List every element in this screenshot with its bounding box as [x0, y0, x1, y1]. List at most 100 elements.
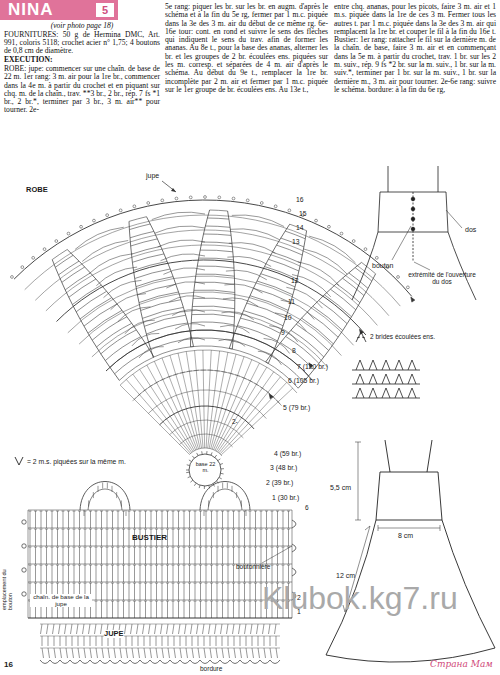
row-arc	[68, 276, 354, 345]
row-arc	[134, 370, 281, 406]
treble-stitch	[162, 648, 164, 658]
stitch-bar	[150, 583, 153, 584]
treble-stitch	[228, 583, 229, 600]
treble-stitch	[96, 636, 97, 646]
treble-stitch	[79, 529, 80, 546]
stitch-bar	[183, 529, 186, 530]
cluster-stitch	[382, 374, 390, 384]
chain-loop	[82, 241, 128, 262]
treble-stitch	[266, 547, 267, 564]
treble-stitch	[218, 372, 274, 452]
row-number: 7 (120 br.)	[297, 363, 328, 370]
pineapple-row	[247, 303, 286, 318]
stitch-bar	[166, 547, 169, 548]
treble-stitch	[125, 624, 127, 634]
cluster-stitch	[356, 374, 364, 384]
stitch-bar	[232, 583, 235, 584]
treble-stitch	[162, 583, 163, 600]
treble-stitch	[85, 547, 86, 564]
treble-stitch	[66, 636, 67, 646]
picot	[315, 219, 318, 222]
treble-stitch	[276, 648, 278, 658]
stitch-bar	[266, 391, 270, 394]
pineapple-row	[197, 266, 234, 268]
stitch-bar	[89, 511, 92, 512]
treble-stitch	[71, 624, 73, 634]
strap-stitch	[218, 486, 219, 492]
treble-stitch	[168, 636, 169, 646]
treble-stitch	[255, 601, 256, 618]
chain-loop	[152, 212, 205, 219]
buttonhole-loop	[292, 520, 296, 528]
treble-stitch	[35, 511, 36, 528]
chain-loop	[223, 298, 258, 307]
stitch-bar	[117, 583, 120, 584]
treble-stitch	[129, 601, 130, 618]
chain-tick	[186, 470, 189, 471]
stitch-bar	[122, 529, 125, 530]
treble-stitch	[189, 511, 190, 528]
treble-stitch	[189, 583, 190, 600]
treble-stitch	[140, 601, 141, 618]
stitch-bar	[139, 601, 142, 602]
treble-stitch	[233, 529, 234, 546]
chain-loop	[163, 268, 205, 275]
treble-stitch	[239, 529, 240, 546]
stitch-bar	[216, 583, 219, 584]
text-column: 5e rang: piquer les br. sur les br. en a…	[165, 3, 328, 95]
treble-stitch	[134, 565, 135, 582]
stitch-bar	[84, 565, 87, 566]
treble-stitch	[269, 624, 271, 634]
treble-stitch	[156, 565, 157, 582]
treble-stitch	[123, 583, 124, 600]
treble-stitch	[288, 547, 289, 564]
treble-stitch	[255, 583, 256, 600]
treble-stitch	[210, 648, 212, 658]
treble-stitch	[150, 636, 151, 646]
pineapple-row	[55, 255, 73, 267]
treble-stitch	[41, 624, 43, 634]
callout-label: 2 brides écoulées ens.	[370, 334, 435, 341]
treble-stitch	[46, 529, 47, 546]
stitch-bar	[100, 529, 103, 530]
stitch-bar	[227, 511, 230, 512]
treble-stitch	[195, 511, 196, 528]
stitch-bar	[34, 565, 37, 566]
row-arc	[120, 350, 297, 393]
treble-stitch	[134, 547, 135, 564]
treble-stitch	[112, 601, 113, 618]
pineapple-row	[134, 261, 168, 270]
picot	[175, 197, 178, 200]
callout-label: 8 cm	[398, 532, 413, 539]
treble-stitch	[112, 583, 113, 600]
treble-stitch	[132, 648, 134, 658]
treble-stitch	[276, 636, 277, 646]
stitch-bar	[84, 529, 87, 530]
chain-tick	[206, 451, 207, 454]
stitch-bar	[177, 547, 180, 548]
treble-stitch	[239, 511, 240, 528]
stitch-bar	[282, 565, 285, 566]
treble-stitch	[74, 511, 75, 528]
stitch-bar	[139, 529, 142, 530]
treble-stitch	[123, 601, 124, 618]
picot	[43, 248, 46, 251]
stitch-bar	[73, 511, 76, 512]
treble-stitch	[145, 511, 146, 528]
treble-stitch	[107, 547, 108, 564]
pineapple-row	[290, 224, 307, 231]
treble-stitch	[85, 565, 86, 582]
stitch-bar	[287, 511, 290, 512]
base-chain-ring	[189, 454, 221, 486]
chain-tick	[204, 486, 205, 489]
stitch-bar	[155, 583, 158, 584]
treble-stitch	[233, 511, 234, 528]
pineapple-edge	[229, 224, 289, 348]
treble-stitch	[167, 547, 168, 564]
stitch-bar	[29, 511, 32, 512]
treble-stitch	[277, 565, 278, 582]
stitch-bar	[144, 565, 147, 566]
treble-stitch	[174, 648, 176, 658]
treble-stitch	[288, 511, 289, 528]
treble-stitch	[101, 583, 102, 600]
